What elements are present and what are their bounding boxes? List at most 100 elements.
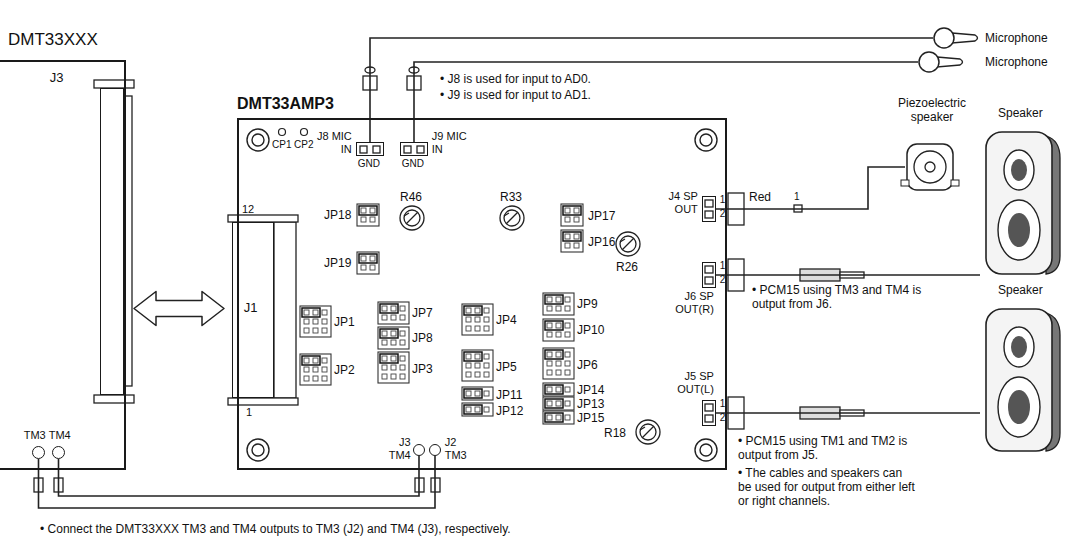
connector-name: J4 SP OUT [650, 190, 698, 216]
jumper-pin [382, 306, 387, 311]
jumper-pin [361, 265, 366, 270]
jumper-shunt [464, 389, 482, 398]
jumper-shunt [563, 206, 581, 215]
jumper-label: JP17 [588, 209, 615, 223]
terminal: J2 TM3 [429, 444, 441, 456]
jumper-pin [556, 361, 561, 366]
jumper-pin [547, 323, 552, 328]
jumper-pin [547, 401, 552, 406]
jumper-pin [565, 208, 570, 213]
jumper-pin [475, 407, 480, 412]
speaker-woofer [998, 377, 1040, 437]
microphone-icon [918, 51, 940, 73]
jumper-pin [556, 401, 561, 406]
jumper [561, 230, 583, 252]
jumper-pin [565, 352, 570, 357]
potentiometer [504, 212, 518, 224]
jumper-label: JP15 [577, 411, 604, 425]
screw [700, 134, 712, 146]
pin [705, 200, 713, 207]
jumper-pin [484, 308, 489, 313]
jumper-pin [304, 310, 309, 315]
speaker-tweeter [1004, 327, 1034, 367]
jumper [543, 383, 574, 396]
jumper-pin [484, 363, 489, 368]
cable [716, 412, 980, 414]
pin-name: GND [358, 158, 380, 170]
device-name: Speaker [998, 283, 1043, 297]
jumper-pin [565, 401, 570, 406]
screw [252, 134, 264, 146]
potentiometer [620, 236, 636, 252]
jumper-shunt [302, 356, 320, 365]
pin [404, 146, 411, 153]
board-name: DMT33AMP3 [237, 95, 334, 114]
note: • PCM15 using TM3 and TM4 is output from… [752, 283, 926, 311]
jumper-pin [370, 265, 375, 270]
microphone-handle [952, 33, 978, 43]
jumper-pin [565, 370, 570, 375]
jumper-shunt [380, 329, 398, 338]
terminal: J3 TM4 [413, 444, 425, 456]
jumper-pin [304, 319, 309, 324]
speaker-body [986, 132, 1052, 274]
jumper-pin [556, 332, 561, 337]
potentiometer [616, 232, 640, 256]
jumper-label: JP3 [412, 362, 433, 376]
speaker: Speaker [980, 305, 1062, 455]
jumper-pin [391, 306, 396, 311]
jumper-pin [565, 297, 570, 302]
jumper-pin [556, 306, 561, 311]
note: • J8 is used for input to AD0. [440, 72, 591, 86]
jumper-pin [370, 208, 375, 213]
microphone: Microphone [933, 27, 955, 49]
potentiometers [400, 206, 660, 444]
connector-flange [94, 80, 134, 88]
jumper-shunt [359, 254, 377, 263]
potentiometer [404, 210, 420, 226]
jumper-pin [322, 358, 327, 363]
piezo-icon [905, 142, 955, 192]
jumper-shunt [359, 206, 377, 215]
jumper-pin [466, 372, 471, 377]
jumper-pin [322, 310, 327, 315]
jumper-pin [400, 340, 405, 345]
jumper-pin [484, 407, 489, 412]
jumper-pin [475, 391, 480, 396]
piezo-hole [925, 162, 935, 172]
device-name: Microphone [985, 55, 1048, 69]
jumper-pin [382, 374, 387, 379]
potentiometer-label: R46 [400, 190, 422, 204]
jumper-pin [304, 328, 309, 333]
pin-name: GND [402, 158, 424, 170]
jumper-shunt [545, 350, 563, 359]
jumper-pin [382, 315, 387, 320]
jumper-pin [484, 354, 489, 359]
jumper-pin [565, 217, 570, 222]
jumper-pin [547, 415, 552, 420]
microphone-icon [933, 27, 955, 49]
potentiometer [400, 206, 424, 230]
jumper-shunt [302, 308, 320, 317]
jumper-pin [370, 217, 375, 222]
speaker-connector: J6 SP OUT(R)12 [702, 262, 716, 288]
jumper-shunt [545, 413, 563, 422]
jumper [543, 397, 574, 410]
jumper-pin [361, 256, 366, 261]
cable-plugs [34, 67, 864, 492]
jumper-pin [574, 234, 579, 239]
cable [716, 167, 905, 209]
connector-name: J8 MIC IN [310, 130, 352, 156]
jumper-label: JP11 [496, 388, 522, 402]
pin [417, 146, 424, 153]
speaker-connector: J5 SP OUT(L)12 [702, 400, 716, 426]
note: • Connect the DMT33XXX TM3 and TM4 outpu… [40, 522, 511, 536]
pin-number: 1 [720, 398, 726, 410]
speaker-tweeter [1011, 336, 1027, 358]
jumper-pin [556, 387, 561, 392]
screw [252, 444, 264, 456]
jumper-label: JP16 [588, 235, 615, 249]
potentiometer-label: R33 [500, 190, 522, 204]
terminal: TM4 [52, 446, 65, 459]
pin [705, 266, 713, 273]
